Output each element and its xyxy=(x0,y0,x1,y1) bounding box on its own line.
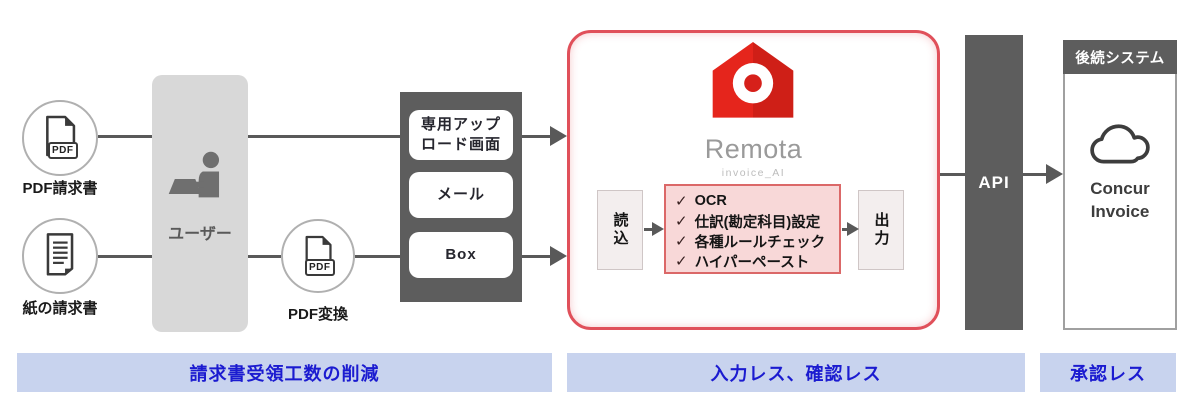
connector-line xyxy=(1023,172,1046,176)
cloud-icon xyxy=(1086,120,1154,177)
channel-box: Box xyxy=(409,232,513,278)
connector-line xyxy=(98,134,152,138)
pdf-invoice-label: PDF請求書 xyxy=(22,180,98,197)
benefit-bar-receipt: 請求書受領工数の削減 xyxy=(17,353,552,392)
pdf-badge-label: PDF xyxy=(48,142,78,159)
arrow-right-icon xyxy=(847,222,859,236)
pdf-convert-label: PDF変換 xyxy=(287,306,348,323)
checklist-item: ✓ 各種ルールチェック xyxy=(675,233,826,251)
read-step: 読込 xyxy=(597,190,643,270)
connector-line xyxy=(522,134,550,138)
paper-invoice-node xyxy=(22,218,98,294)
arrow-right-icon xyxy=(550,246,567,266)
checklist-item: ✓ OCR xyxy=(675,193,727,210)
user-at-laptop-icon xyxy=(166,148,234,215)
connector-line xyxy=(355,254,400,258)
connector-line xyxy=(842,227,848,231)
arrow-right-icon xyxy=(550,126,567,146)
downstream-system-header: 後続システム xyxy=(1063,40,1177,74)
downstream-service-name: Concur Invoice xyxy=(1090,179,1150,221)
user-node xyxy=(152,75,248,332)
checklist-item: ✓ 仕訳(勘定科目)設定 xyxy=(675,213,821,231)
output-step-label: 出力 xyxy=(872,212,890,248)
connector-line xyxy=(248,254,281,258)
connector-line xyxy=(522,254,550,258)
output-step: 出力 xyxy=(858,190,904,270)
benefit-bar-approvalless: 承認レス xyxy=(1040,353,1176,392)
connector-line xyxy=(644,227,653,231)
remota-subtitle: invoice_AI xyxy=(721,167,786,179)
api-label: API xyxy=(978,172,1010,192)
arrow-right-icon xyxy=(652,222,664,236)
pdf-invoice-node: PDF xyxy=(22,100,98,176)
remota-wordmark: Remota xyxy=(704,134,803,164)
connector-line xyxy=(940,172,967,176)
downstream-system-box xyxy=(1063,40,1177,330)
check-icon: ✓ xyxy=(675,213,688,230)
benefit-bar-inputless: 入力レス、確認レス xyxy=(567,353,1025,392)
check-icon: ✓ xyxy=(675,233,688,250)
paper-document-icon xyxy=(41,231,79,282)
check-icon: ✓ xyxy=(675,193,688,210)
check-icon: ✓ xyxy=(675,253,688,270)
read-step-label: 読込 xyxy=(611,212,629,248)
channel-upload-screen: 専用アップロード画面 xyxy=(409,110,513,160)
remota-house-logo-icon xyxy=(711,40,795,123)
pdf-convert-node: PDF xyxy=(281,219,355,293)
process-checklist: ✓ OCR ✓ 仕訳(勘定科目)設定 ✓ 各種ルールチェック ✓ ハイパーペース… xyxy=(664,184,841,274)
api-bar: API xyxy=(965,35,1023,330)
connector-line xyxy=(248,134,400,138)
paper-invoice-label: 紙の請求書 xyxy=(22,300,98,317)
channel-mail: メール xyxy=(409,172,513,218)
checklist-item: ✓ ハイパーペースト xyxy=(675,253,810,271)
connector-line xyxy=(98,254,152,258)
pdf-convert-badge: PDF xyxy=(305,259,335,276)
user-label: ユーザー xyxy=(168,226,232,243)
arrow-right-icon xyxy=(1046,164,1063,184)
